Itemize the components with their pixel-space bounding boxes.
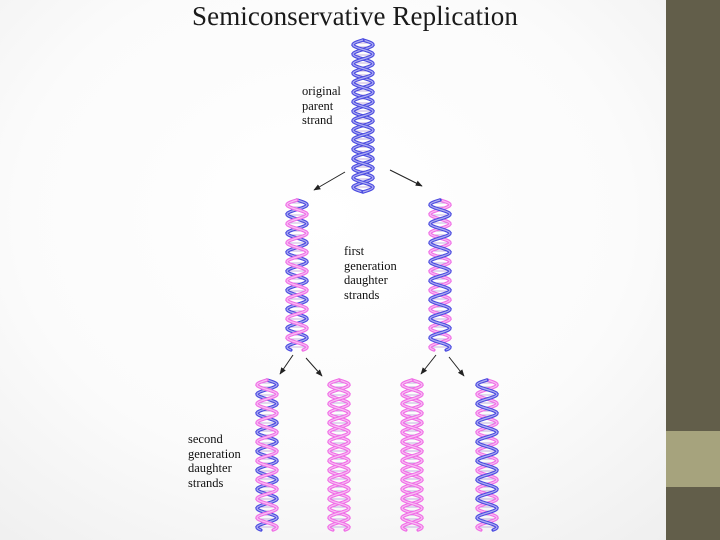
strand-b-highlight bbox=[401, 379, 423, 531]
label-line: daughter bbox=[344, 273, 388, 287]
arrow-left-to-gen2-2 bbox=[305, 357, 323, 377]
label-line: strands bbox=[344, 287, 380, 302]
label-line: second bbox=[188, 432, 223, 446]
second-gen-helix-3 bbox=[400, 378, 424, 532]
strand-a-highlight bbox=[256, 379, 278, 531]
arrow-parent-to-right bbox=[389, 169, 423, 187]
arrow-parent-to-left bbox=[313, 171, 346, 191]
arrow-right-to-gen2-3 bbox=[420, 354, 437, 375]
parent-strand-label: original parent strand bbox=[302, 84, 341, 128]
second-generation-label: second generation daughter strands bbox=[188, 432, 241, 490]
strand-a-highlight bbox=[401, 379, 423, 531]
label-line: generation bbox=[344, 258, 397, 273]
second-gen-helix-2 bbox=[327, 378, 351, 532]
first-gen-helix-right bbox=[428, 198, 452, 352]
strand-b-highlight bbox=[328, 379, 350, 531]
strand-b-highlight bbox=[476, 379, 498, 531]
first-generation-label: first generation daughter strands bbox=[344, 244, 397, 302]
label-line: original bbox=[302, 84, 341, 98]
strand-a-highlight bbox=[328, 379, 350, 531]
strand-b-highlight bbox=[429, 199, 451, 351]
sidebar-accent-block bbox=[666, 431, 720, 487]
label-line: parent bbox=[302, 98, 334, 113]
strand-a-highlight bbox=[476, 379, 498, 531]
strand-a-highlight bbox=[429, 199, 451, 351]
strand-b-highlight bbox=[352, 39, 374, 193]
replication-diagram bbox=[255, 38, 499, 532]
label-line: daughter bbox=[188, 461, 232, 475]
label-line: generation bbox=[188, 446, 241, 461]
label-line: first bbox=[344, 244, 365, 258]
strand-b-highlight bbox=[286, 199, 308, 351]
strand-a-highlight bbox=[286, 199, 308, 351]
slide-title: Semiconservative Replication bbox=[192, 1, 518, 31]
arrow-left-to-gen2-1 bbox=[279, 354, 294, 375]
label-line: strand bbox=[302, 113, 333, 127]
label-line: strands bbox=[188, 475, 224, 490]
first-gen-helix-left bbox=[285, 198, 309, 352]
second-gen-helix-1 bbox=[255, 378, 279, 532]
arrow-right-to-gen2-4 bbox=[448, 356, 465, 377]
second-gen-helix-4 bbox=[475, 378, 499, 532]
strand-b-highlight bbox=[256, 379, 278, 531]
parent-helix bbox=[351, 38, 375, 194]
